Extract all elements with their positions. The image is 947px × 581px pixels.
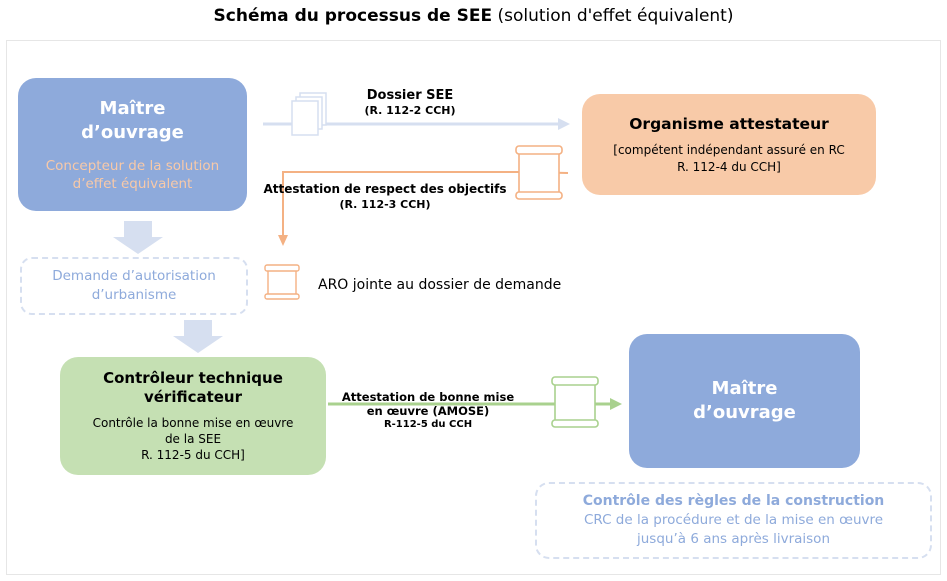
controleur-heading-2: vérificateur <box>143 388 243 406</box>
controleur-subtitle-3: R. 112-5 du CCH] <box>141 448 245 462</box>
maitre-ouvrage-box-bottom: Maître d’ouvrage <box>629 334 860 468</box>
diagram-frame <box>6 40 941 575</box>
dossier-arrow-head <box>558 118 570 130</box>
crc-subtitle-1: CRC de la procédure et de la mise en œuv… <box>583 512 884 528</box>
down-arrow-1 <box>113 221 163 254</box>
organisme-subtitle-2: R. 112-4 du CCH] <box>677 159 781 174</box>
controleur-subtitle-2: de la SEE <box>164 432 222 446</box>
amose-label-line-1: Attestation de bonne mise <box>341 390 515 404</box>
crc-heading: Contrôle des règles de la construction <box>582 493 885 509</box>
organisme-heading: Organisme attestateur <box>629 114 829 133</box>
amose-label: Attestation de bonne mise en œuvre (AMOS… <box>328 390 528 431</box>
diagram-title-rest: (solution d'effet équivalent) <box>492 6 734 26</box>
diagram-title: Schéma du processus de SEE (solution d'e… <box>0 6 947 26</box>
attestation-objectifs-label: Attestation de respect des objectifs (R.… <box>250 181 520 212</box>
dossier-see-label: Dossier SEE (R. 112-2 CCH) <box>340 87 480 118</box>
down-arrow-2 <box>173 320 223 353</box>
demande-autorisation-box: Demande d’autorisation d’urbanisme <box>20 257 248 315</box>
controleur-subtitle-1: Contrôle la bonne mise en œuvre <box>92 416 294 430</box>
amose-label-line-2: en œuvre (AMOSE) <box>366 404 490 418</box>
maitre-ouvrage-subtitle-2: d’effet équivalent <box>72 175 193 192</box>
scroll-icon-orange <box>515 145 563 200</box>
attestation-label-line-2: (R. 112-3 CCH) <box>339 198 431 211</box>
aro-label: ARO jointe au dossier de demande <box>318 277 562 293</box>
maitre-ouvrage-bottom-heading-2: d’ouvrage <box>693 402 796 423</box>
aro-scroll-icon <box>264 264 300 300</box>
demande-text-2: d’urbanisme <box>91 287 177 303</box>
dossier-label-line-1: Dossier SEE <box>366 88 454 103</box>
controle-regles-box: Contrôle des règles de la construction C… <box>535 482 932 559</box>
controleur-heading-1: Contrôleur technique <box>103 369 283 387</box>
scroll-icon-green <box>551 376 599 428</box>
amose-arrow-head <box>610 398 622 410</box>
crc-subtitle-2: jusqu’à 6 ans après livraison <box>637 531 830 547</box>
controleur-technique-box: Contrôleur technique vérificateur Contrô… <box>60 357 326 475</box>
organisme-attestateur-box: Organisme attestateur [compétent indépen… <box>582 94 876 195</box>
attestation-objectifs-arrow-head <box>278 235 288 246</box>
maitre-ouvrage-heading-2: d’ouvrage <box>81 121 184 143</box>
demande-text-1: Demande d’autorisation <box>52 268 216 284</box>
maitre-ouvrage-box: Maître d’ouvrage Concepteur de la soluti… <box>18 78 247 211</box>
amose-label-line-3: R-112-5 du CCH <box>383 419 473 430</box>
organisme-subtitle-1: [compétent indépendant assuré en RC <box>613 142 845 157</box>
maitre-ouvrage-bottom-heading-1: Maître <box>711 378 778 399</box>
maitre-ouvrage-heading-1: Maître <box>99 97 166 119</box>
document-stack-icon <box>291 92 327 136</box>
attestation-label-line-1: Attestation de respect des objectifs <box>263 182 507 196</box>
dossier-label-line-2: (R. 112-2 CCH) <box>364 104 456 117</box>
diagram-title-bold: Schéma du processus de SEE <box>213 6 493 26</box>
maitre-ouvrage-subtitle-1: Concepteur de la solution <box>45 157 220 174</box>
